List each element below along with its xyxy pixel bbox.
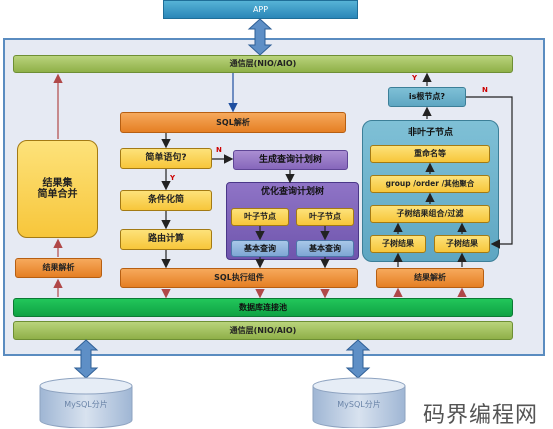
app-comm-double-arrow xyxy=(247,18,273,56)
bottom-comm-layer-label: 通信层(NIO/AIO) xyxy=(229,325,297,335)
condition-simplify-box: 条件化简 xyxy=(120,190,212,211)
route-compute-box: 路由计算 xyxy=(120,229,212,250)
app-box: APP xyxy=(163,0,358,19)
group-order-label: group /order /其他聚合 xyxy=(385,178,475,188)
top-comm-layer: 通信层(NIO/AIO) xyxy=(13,55,513,73)
sub-result-combine-label: 子树结果组合/过滤 xyxy=(396,209,464,219)
optimize-plan-title: 优化查询计划树 xyxy=(226,184,359,200)
leaf-node-1-label: 叶子节点 xyxy=(244,212,276,222)
result-parse-left-box: 结果解析 xyxy=(15,258,102,278)
basic-query-1-label: 基本查询 xyxy=(244,243,276,253)
is-root-box: is根节点? xyxy=(388,87,466,107)
label-y-simple: Y xyxy=(170,174,176,182)
is-root-label: is根节点? xyxy=(408,92,446,102)
sql-parse-label: SQL解析 xyxy=(216,117,250,127)
generate-plan-label: 生成查询计划树 xyxy=(258,154,322,165)
sql-parse-box: SQL解析 xyxy=(120,112,346,133)
optimize-plan-label: 优化查询计划树 xyxy=(260,186,324,197)
red-return-arrows xyxy=(53,73,467,299)
bottom-comm-layer: 通信层(NIO/AIO) xyxy=(13,321,513,340)
non-leaf-title-label: 非叶子节点 xyxy=(407,127,453,138)
resultset-merge-box: 结果集 简单合并 xyxy=(17,140,98,238)
mysql-shard-1-label: MySQL分片 xyxy=(64,400,108,410)
label-n-simple: N xyxy=(216,146,222,154)
basic-query-1: 基本查询 xyxy=(231,240,289,257)
route-compute-label: 路由计算 xyxy=(147,234,184,245)
shard2-double-arrow xyxy=(345,339,371,379)
sub-result-1-label: 子树结果 xyxy=(382,239,414,249)
mysql-shard-2 xyxy=(312,377,406,428)
rename-label: 重命名等 xyxy=(414,149,446,159)
sub-result-2-label: 子树结果 xyxy=(446,239,478,249)
leaf-node-1: 叶子节点 xyxy=(231,208,289,226)
sub-result-2: 子树结果 xyxy=(434,235,490,253)
result-parse-right-box: 结果解析 xyxy=(376,268,484,288)
condition-simplify-label: 条件化简 xyxy=(147,195,184,206)
arrow-isroot-no-loop xyxy=(466,96,513,249)
simple-query-box: 简单语句? xyxy=(120,148,212,169)
app-label: APP xyxy=(252,4,269,14)
label-n-root: N xyxy=(482,86,488,94)
resultset-merge-label: 结果集 简单合并 xyxy=(37,177,78,201)
basic-query-2-label: 基本查询 xyxy=(309,243,341,253)
rename-box: 重命名等 xyxy=(370,145,490,163)
label-y-root: Y xyxy=(412,74,418,82)
datasource-pool: 数据库连接池 xyxy=(13,298,513,317)
shard1-double-arrow xyxy=(73,339,99,379)
watermark: 码界编程网 xyxy=(423,403,539,428)
sub-result-combine-box: 子树结果组合/过滤 xyxy=(370,205,490,223)
group-order-box: group /order /其他聚合 xyxy=(370,175,490,193)
mysql-shard-2-label: MySQL分片 xyxy=(337,400,381,410)
top-comm-layer-label: 通信层(NIO/AIO) xyxy=(229,59,297,69)
non-leaf-title: 非叶子节点 xyxy=(362,126,499,140)
sub-result-1: 子树结果 xyxy=(370,235,426,253)
mysql-shard-1 xyxy=(39,377,133,428)
result-parse-left-label: 结果解析 xyxy=(42,263,75,273)
datasource-pool-label: 数据库连接池 xyxy=(239,302,287,312)
leaf-node-2-label: 叶子节点 xyxy=(309,212,341,222)
result-parse-right-label: 结果解析 xyxy=(414,273,446,283)
simple-query-label: 简单语句? xyxy=(145,153,187,164)
generate-plan-box: 生成查询计划树 xyxy=(233,150,348,170)
sql-exec-label: SQL执行组件 xyxy=(214,273,264,283)
sql-exec-box: SQL执行组件 xyxy=(120,268,358,288)
leaf-node-2: 叶子节点 xyxy=(296,208,354,226)
basic-query-2: 基本查询 xyxy=(296,240,354,257)
